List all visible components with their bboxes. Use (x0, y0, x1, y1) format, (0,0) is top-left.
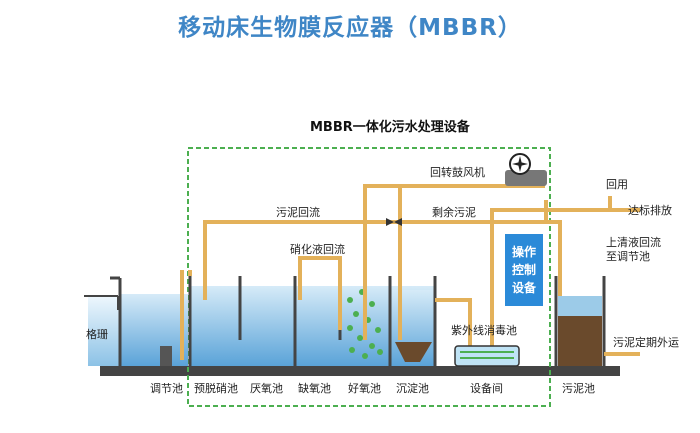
blower-icon (505, 153, 547, 186)
tank-label-anaerobic: 厌氧池 (250, 381, 283, 395)
tank-label-settling: 沉淀池 (396, 381, 429, 395)
label-sludge-return: 污泥回流 (276, 205, 320, 219)
label-sludge-outbound: 污泥定期外运 (613, 335, 679, 349)
nitrate-return-pipe (298, 256, 342, 330)
uv-unit (454, 345, 520, 367)
uv-pipe (435, 298, 472, 346)
system-boundary (187, 147, 551, 407)
transfer-pipe (180, 270, 192, 360)
tank-label-predenitrify: 预脱硝池 (194, 381, 238, 395)
tank-label-equipment-room: 设备间 (470, 381, 503, 395)
label-return-blower: 回转鼓风机 (430, 165, 485, 179)
control-panel (505, 234, 543, 306)
sludge-return-pipe (203, 200, 548, 300)
label-nitrate-return: 硝化液回流 (290, 242, 345, 256)
sludge-tank-water (558, 296, 602, 316)
label-supernatant-1: 上清液回流 (606, 235, 661, 249)
panel-line-2: 控制 (512, 262, 536, 277)
sludge-tank-sludge (558, 316, 602, 366)
label-grille: 格珊 (86, 327, 108, 341)
tank-label-adjusting: 调节池 (150, 382, 183, 395)
adjusting-tank-water (120, 294, 188, 366)
page-title: 移动床生物膜反应器（MBBR） (178, 15, 522, 41)
excess-sludge-pipe (546, 220, 562, 296)
label-supernatant-2: 至调节池 (606, 250, 650, 263)
settling-sludge (395, 342, 432, 362)
label-excess-sludge: 剩余污泥 (432, 205, 476, 219)
pump-icon (160, 346, 172, 366)
label-recycle: 回用 (606, 178, 628, 191)
tank-label-sludge: 污泥池 (562, 382, 595, 395)
panel-line-1: 操作 (512, 244, 536, 259)
air-pipe (363, 184, 545, 340)
effluent-pipe (490, 196, 612, 346)
label-uv-disinfection: 紫外线消毒池 (451, 323, 517, 337)
valve-icon (386, 218, 402, 226)
label-discharge: 达标排放 (628, 203, 672, 217)
inlet-water (88, 296, 120, 366)
ground-base (100, 366, 620, 376)
panel-line-3: 设备 (512, 280, 537, 295)
tank-label-aerobic: 好氧池 (348, 381, 381, 395)
tank-label-anoxic: 缺氧池 (298, 381, 331, 395)
system-box-label: MBBR一体化污水处理设备 (310, 119, 471, 135)
